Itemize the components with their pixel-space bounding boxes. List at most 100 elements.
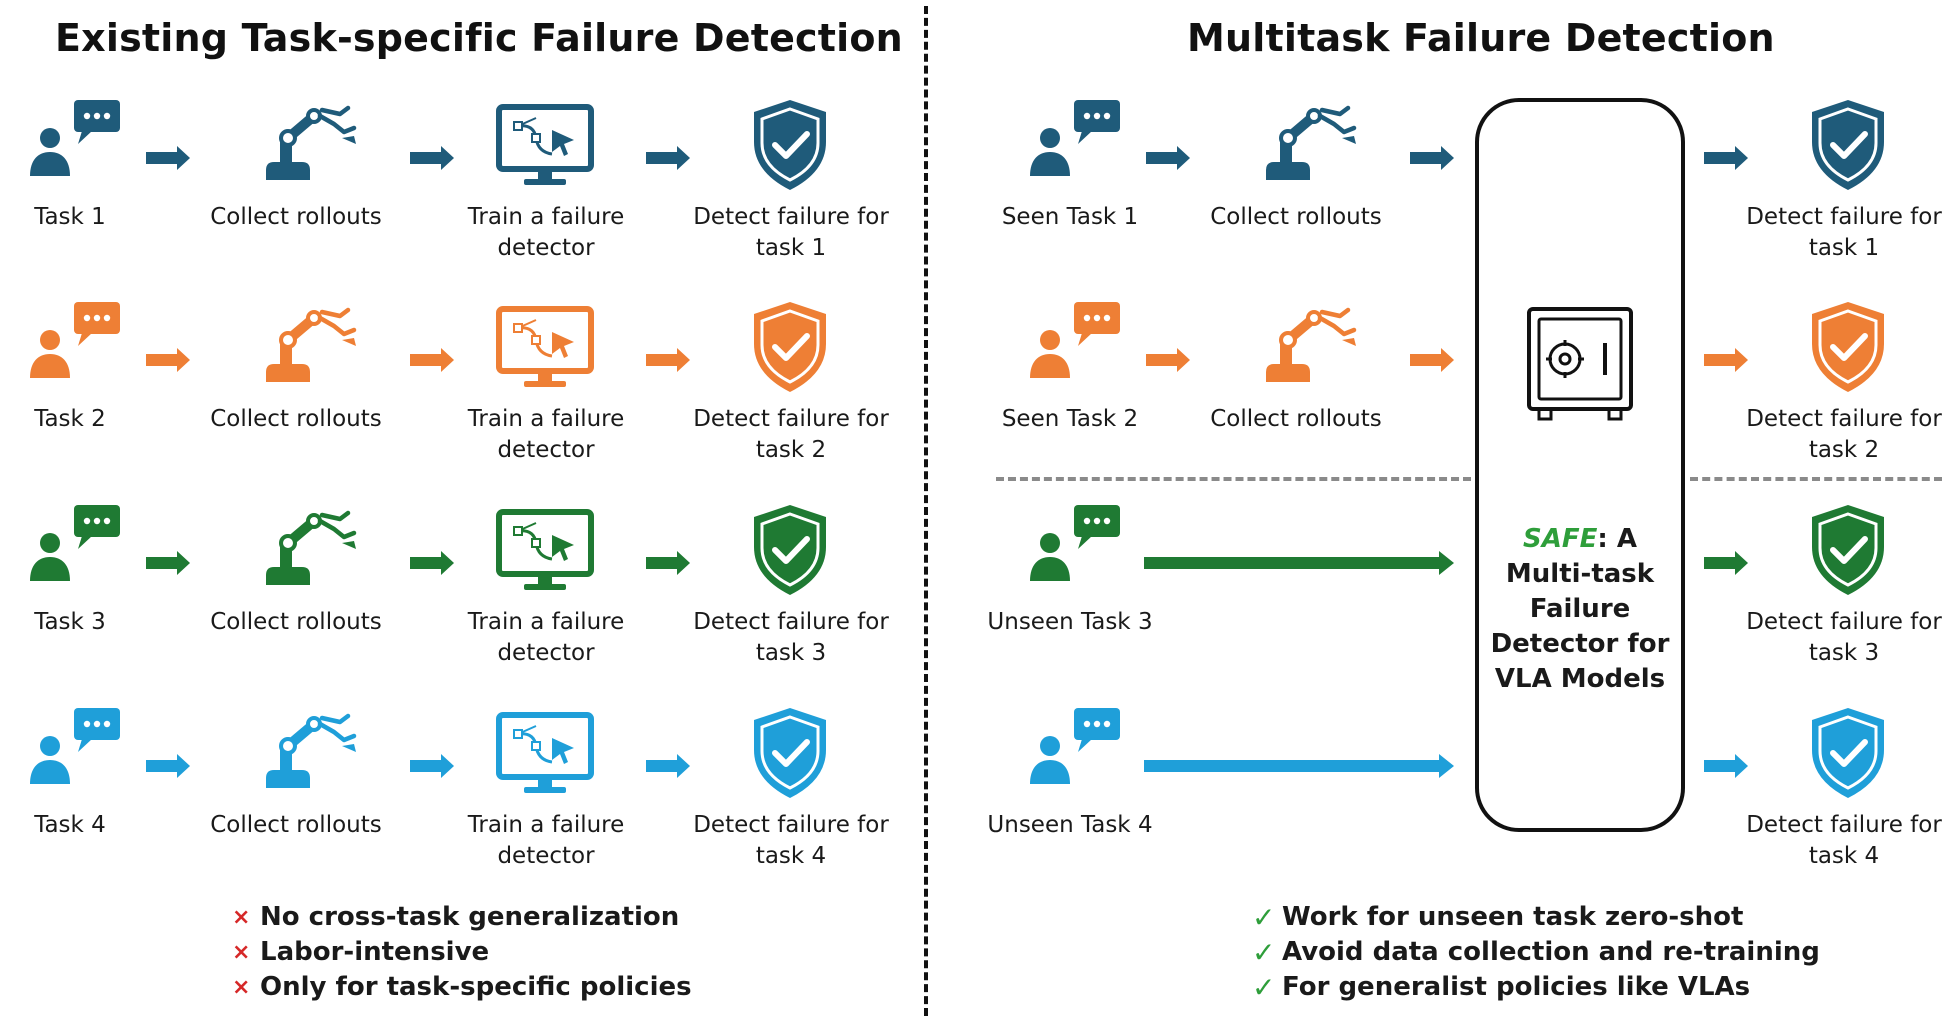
flow-arrow	[410, 551, 454, 579]
right-bullet-item: ✓For generalist policies like VLAs	[1252, 970, 1820, 1005]
person-chat-icon	[28, 708, 128, 792]
right-title: Multitask Failure Detection	[1187, 16, 1775, 60]
collect-rollouts-label: Collect rollouts	[1210, 204, 1382, 230]
detect-failure-label: Detect failure for task 3	[1746, 607, 1942, 669]
train-detector-label-line1: Train a failure	[467, 812, 625, 838]
check-icon: ✓	[1252, 936, 1276, 969]
person-chat-icon	[1028, 302, 1128, 386]
left-bullet-item: × Labor-intensive	[232, 935, 692, 970]
robot-arm-icon	[262, 104, 362, 188]
train-detector-label-line2: detector	[497, 437, 595, 463]
flow-arrow	[646, 754, 690, 782]
safe-detector-box	[1475, 98, 1685, 832]
long-flow-arrow	[1144, 551, 1454, 579]
flow-arrow	[646, 551, 690, 579]
person-chat-icon	[28, 302, 128, 386]
person-chat-icon	[1028, 505, 1128, 589]
person-chat-icon	[1028, 100, 1128, 184]
detect-failure-label-line1: Detect failure for	[693, 812, 889, 838]
detect-failure-label-line2: task 1	[755, 235, 827, 261]
detect-failure-label-line2: task 3	[1808, 640, 1880, 666]
flow-arrow	[1146, 146, 1190, 174]
flow-arrow	[146, 754, 190, 782]
task-label: Unseen Task 3	[987, 609, 1153, 635]
shield-check-icon	[750, 503, 830, 601]
detect-failure-label-line1: Detect failure for	[1746, 812, 1942, 838]
left-bullet-item: ×No cross-task generalization	[232, 900, 692, 935]
right-bullet-item: ✓Work for unseen task zero-shot	[1252, 900, 1820, 935]
collect-rollouts-label: Collect rollouts	[210, 812, 382, 838]
flow-arrow	[1410, 348, 1454, 376]
bullet-text: Avoid data collection and re-training	[1282, 937, 1820, 967]
bullet-text: Work for unseen task zero-shot	[1282, 902, 1744, 932]
train-detector-label-line2: detector	[497, 843, 595, 869]
shield-check-icon	[750, 706, 830, 804]
bullet-text: Labor-intensive	[260, 937, 490, 967]
detect-failure-label: Detect failure for task 2	[1746, 404, 1942, 466]
cross-icon: ×	[232, 975, 251, 1000]
collect-rollouts-label: Collect rollouts	[1210, 406, 1382, 432]
monitor-training-icon	[496, 104, 596, 194]
flow-arrow	[410, 754, 454, 782]
detect-failure-label-line1: Detect failure for	[1746, 204, 1942, 230]
detect-failure-label: Detect failure for task 4	[686, 810, 896, 872]
person-chat-icon	[28, 505, 128, 589]
train-detector-label: Train a failure detector	[446, 404, 646, 466]
person-chat-icon	[28, 100, 128, 184]
detect-failure-label: Detect failure for task 4	[1746, 810, 1942, 872]
left-bullet-item: × Only for task-specific policies	[232, 970, 692, 1005]
robot-arm-icon	[1262, 306, 1362, 390]
detect-failure-label-line1: Detect failure for	[693, 609, 889, 635]
train-detector-label-line2: detector	[497, 640, 595, 666]
cross-icon: ×	[232, 905, 251, 930]
detect-failure-label-line1: Detect failure for	[1746, 406, 1942, 432]
shield-check-icon	[1808, 98, 1888, 196]
task-label: Task 3	[34, 609, 106, 635]
flow-arrow	[646, 146, 690, 174]
shield-check-icon	[1808, 706, 1888, 804]
safe-name: SAFE	[1523, 524, 1598, 554]
task-label: Task 1	[34, 204, 106, 230]
detect-failure-label: Detect failure for task 1	[1746, 202, 1942, 264]
train-detector-label-line1: Train a failure	[467, 406, 625, 432]
detect-failure-label-line1: Detect failure for	[693, 204, 889, 230]
seen-unseen-separator-right	[1690, 477, 1942, 481]
flow-arrow	[146, 348, 190, 376]
left-title: Existing Task-specific Failure Detection	[55, 16, 903, 60]
person-chat-icon	[1028, 708, 1128, 792]
flow-arrow	[1146, 348, 1190, 376]
cross-icon: ×	[232, 940, 251, 965]
flow-arrow	[1704, 754, 1748, 782]
detect-failure-label-line2: task 4	[755, 843, 827, 869]
robot-arm-icon	[262, 306, 362, 390]
flow-arrow	[1704, 348, 1748, 376]
detect-failure-label-line2: task 3	[755, 640, 827, 666]
collect-rollouts-label: Collect rollouts	[210, 609, 382, 635]
bullet-text: Only for task-specific policies	[260, 972, 692, 1002]
detect-failure-label-line1: Detect failure for	[1746, 609, 1942, 635]
flow-arrow	[410, 146, 454, 174]
train-detector-label: Train a failure detector	[446, 810, 646, 872]
detect-failure-label-line2: task 1	[1808, 235, 1880, 261]
center-divider	[924, 6, 928, 1016]
right-bullet-list: ✓Work for unseen task zero-shot ✓Avoid d…	[1252, 900, 1820, 1005]
train-detector-label-line2: detector	[497, 235, 595, 261]
shield-check-icon	[1808, 503, 1888, 601]
right-bullet-item: ✓Avoid data collection and re-training	[1252, 935, 1820, 970]
monitor-training-icon	[496, 509, 596, 599]
flow-arrow	[646, 348, 690, 376]
monitor-training-icon	[496, 306, 596, 396]
detect-failure-label-line2: task 2	[1808, 437, 1880, 463]
check-icon: ✓	[1252, 971, 1276, 1004]
train-detector-label-line1: Train a failure	[467, 609, 625, 635]
robot-arm-icon	[262, 712, 362, 796]
flow-arrow	[1704, 146, 1748, 174]
shield-check-icon	[1808, 300, 1888, 398]
detect-failure-label-line2: task 4	[1808, 843, 1880, 869]
flow-arrow	[1704, 551, 1748, 579]
monitor-training-icon	[496, 712, 596, 802]
shield-check-icon	[750, 98, 830, 196]
collect-rollouts-label: Collect rollouts	[210, 406, 382, 432]
